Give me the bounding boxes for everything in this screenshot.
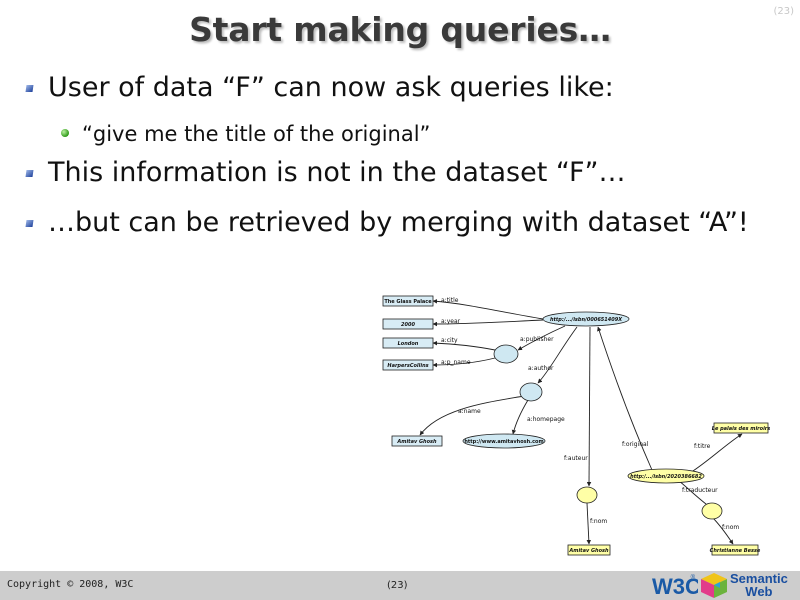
sub-bullet-marker xyxy=(61,129,69,137)
edge-f-original xyxy=(597,326,653,471)
web-word: Web xyxy=(745,584,773,599)
label-london: London xyxy=(398,341,419,347)
edge-label-f-original: f:original xyxy=(622,441,649,448)
node-city-rect xyxy=(382,337,434,349)
node-year-rect xyxy=(382,318,434,330)
bullet-marker xyxy=(25,220,34,227)
node-translator-blank xyxy=(701,502,723,520)
sub-bullet-item: “give me the title of the original” xyxy=(82,122,431,146)
node-publisher-name-rect xyxy=(382,359,434,371)
copyright-text: Copyright © 2008, W3C xyxy=(7,579,134,590)
edge-f-titre xyxy=(689,433,743,474)
edge-label-a-homepage: a:homepage xyxy=(527,416,565,423)
slide-title: Start making queries… xyxy=(189,10,611,49)
bullet-marker xyxy=(25,170,34,177)
node-french-title-rect xyxy=(713,422,769,434)
bullet-item: …but can be retrieved by merging with da… xyxy=(48,207,749,238)
rdf-merge-diagram: The Glass Palace 2000 London HarpersColl… xyxy=(382,295,770,556)
bullet-marker xyxy=(25,85,34,92)
node-publisher-blank xyxy=(493,344,519,364)
label-2000: 2000 xyxy=(401,322,415,328)
semantic-word: Semantic xyxy=(730,571,788,586)
edge-a-publisher xyxy=(517,325,566,351)
edge-a-p-name xyxy=(432,357,496,368)
edge-label-a-city: a:city xyxy=(441,337,458,344)
edge-a-title xyxy=(432,299,544,320)
node-isbn-a xyxy=(542,311,630,327)
semantic-web-logo-text: Semantic Web xyxy=(730,572,788,598)
bullet-item: User of data “F” can now ask queries lik… xyxy=(48,72,614,103)
edge-label-a-p-name: a:p_name xyxy=(441,359,471,366)
node-author-name-f-rect xyxy=(567,544,611,556)
node-author-name-a-rect xyxy=(391,435,443,447)
edge-f-auteur xyxy=(586,326,592,487)
edge-label-f-auteur: f:auteur xyxy=(564,455,588,462)
edge-label-a-name: a:name xyxy=(458,408,481,415)
node-author-blank-f xyxy=(576,486,598,504)
label-amitav-ghosh-f: Amitav Ghosh xyxy=(568,548,609,554)
label-harpercollins: HarpersCollins xyxy=(387,363,428,369)
w3c-logo-icon[interactable]: W3C ® xyxy=(650,571,698,600)
edge-a-name xyxy=(419,395,525,436)
footer-bar: Copyright © 2008, W3C (23) W3C ® Semanti… xyxy=(0,571,800,600)
semantic-web-cube-icon xyxy=(701,573,727,598)
page-number-top: (23) xyxy=(773,6,794,17)
edge-a-homepage xyxy=(511,399,529,435)
edge-a-city xyxy=(432,340,496,351)
node-title-rect xyxy=(382,295,434,307)
edge-label-f-nom-2: f:nom xyxy=(722,524,739,531)
label-isbn-f: http:/.../isbn/2020386682 xyxy=(630,474,702,480)
label-the-glass-palace: The Glass Palace xyxy=(384,299,432,305)
bullet-item: This information is not in the dataset “… xyxy=(48,157,626,188)
edge-label-a-author: a:author xyxy=(528,365,554,372)
edge-label-a-title: a:title xyxy=(441,297,459,304)
edge-a-author xyxy=(537,326,578,384)
svg-text:®: ® xyxy=(691,574,696,581)
label-amitav-ghosh-a: Amitav Ghosh xyxy=(396,439,437,445)
node-isbn-f xyxy=(627,468,705,484)
node-author-blank-a xyxy=(519,382,543,402)
node-translator-name-rect xyxy=(711,544,759,556)
edge-f-nom-1 xyxy=(586,502,592,545)
label-isbn-a: http:/.../isbn/000651409X xyxy=(550,317,623,323)
edge-label-a-year: a:year xyxy=(441,318,461,325)
label-le-palais: Le palais des miroirs xyxy=(712,426,770,432)
label-christianne-besse: Christianne Besse xyxy=(710,548,761,554)
edge-label-f-nom-1: f:nom xyxy=(590,518,607,525)
edge-label-f-traducteur: f:traducteur xyxy=(682,487,718,494)
edge-label-f-titre: f:titre xyxy=(694,443,711,450)
node-homepage xyxy=(462,433,546,449)
footer-page-number: (23) xyxy=(387,580,408,591)
svg-text:W3C: W3C xyxy=(652,574,698,599)
edge-label-a-publisher: a:publisher xyxy=(520,336,554,343)
edge-a-year xyxy=(432,319,544,327)
label-homepage-url: http://www.amitavhosh.com xyxy=(464,439,543,445)
